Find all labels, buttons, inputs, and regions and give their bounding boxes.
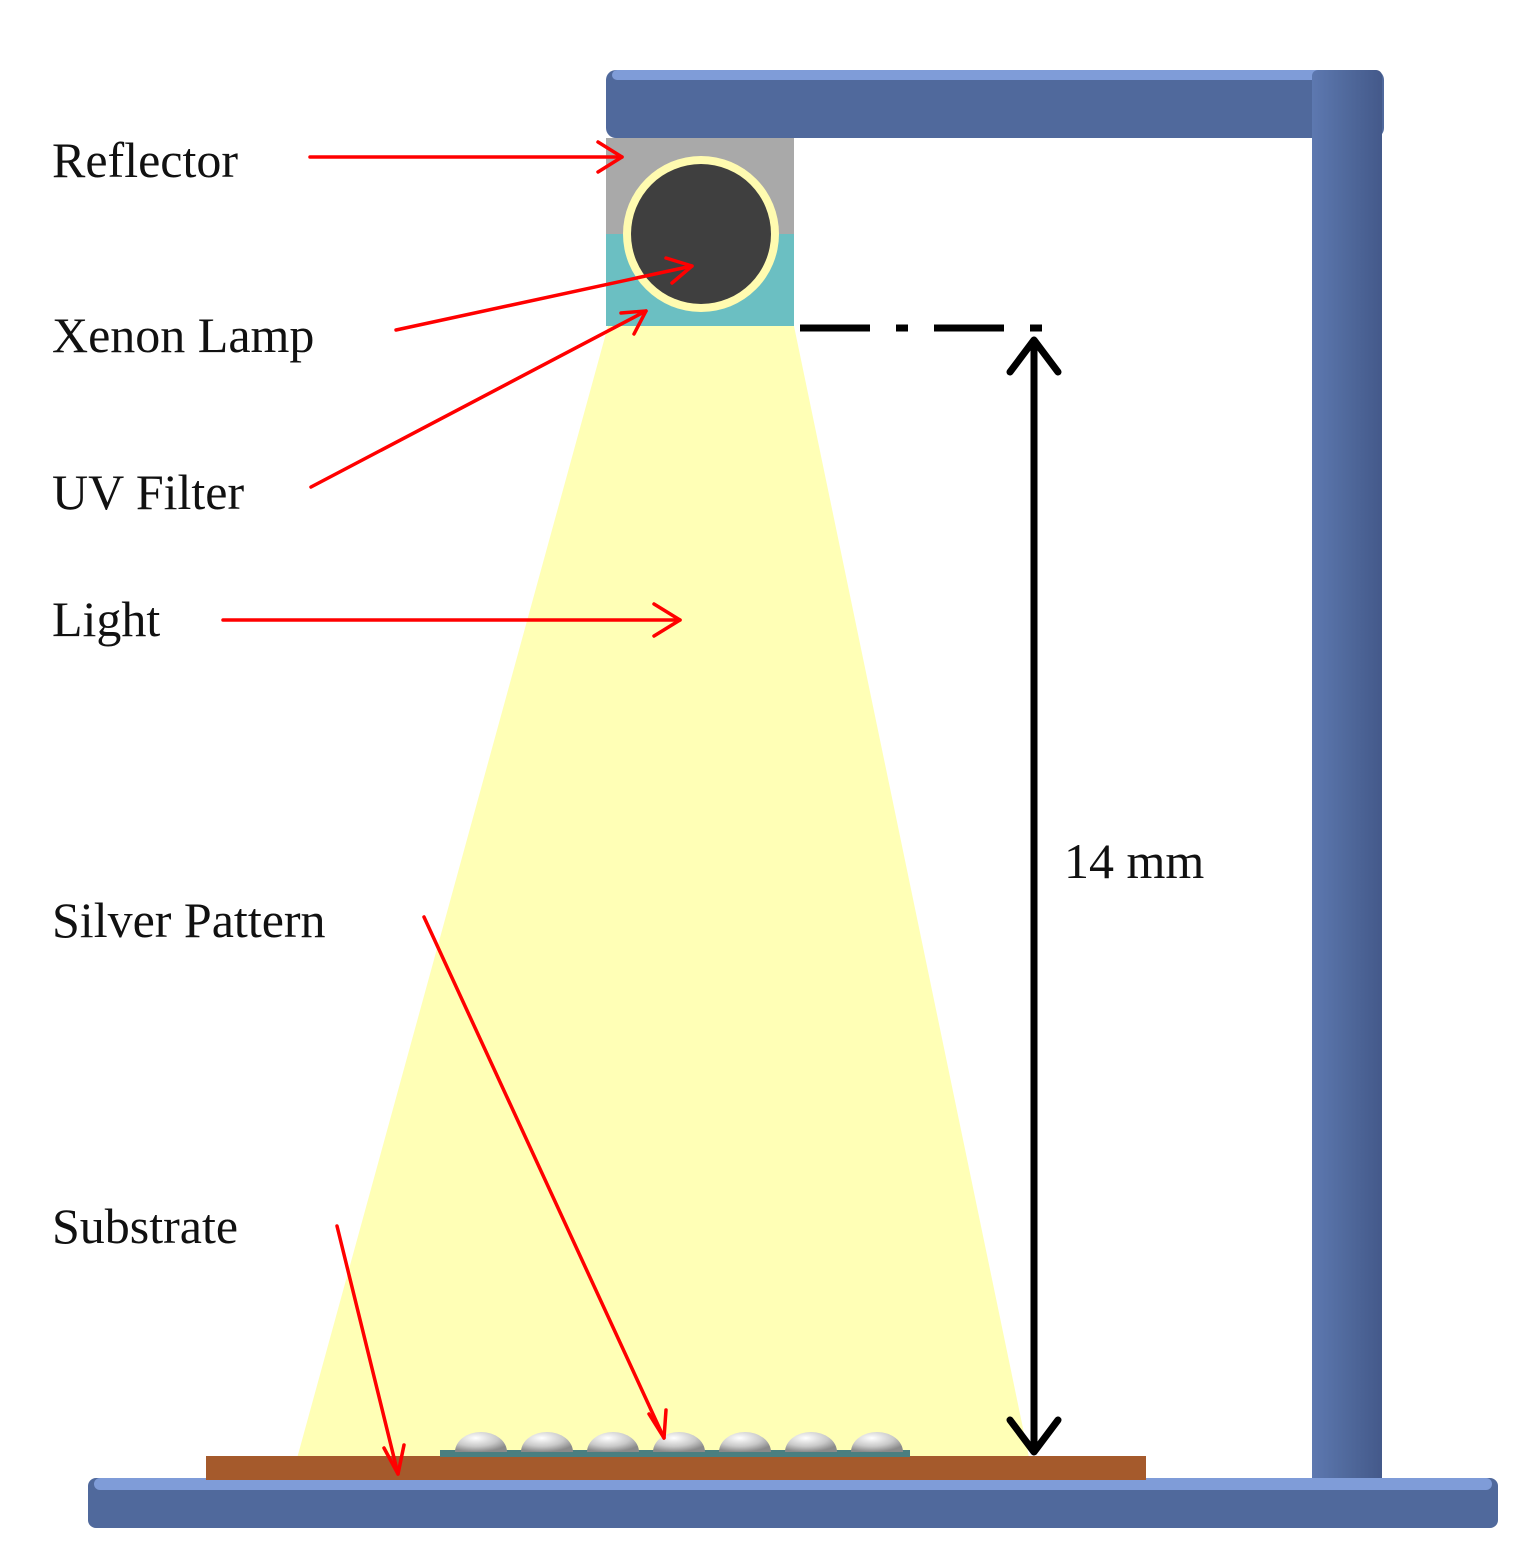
xenon-lamp-label: Xenon Lamp [52, 307, 314, 363]
silver-pattern-label: Silver Pattern [52, 892, 326, 948]
xenon-lamp-arrow [394, 256, 694, 332]
uv-filter-arrow [309, 309, 648, 489]
callout-arrows [221, 140, 694, 1476]
xenon-lamp [631, 164, 771, 304]
dimension-arrowhead-bottom [1006, 1416, 1062, 1456]
light-arrow [221, 602, 682, 638]
distance-dimension [800, 324, 1062, 1456]
substrate [206, 1456, 1146, 1480]
dimension-arrowhead-top [1006, 336, 1062, 376]
base-plate-highlight [94, 1478, 1492, 1490]
silver-pattern-arrow [422, 915, 668, 1440]
reflector-arrow [308, 140, 624, 174]
uv-filter-label: UV Filter [52, 464, 244, 520]
frame-top-bar [606, 70, 1384, 138]
frame-post [1312, 70, 1382, 1490]
distance-label: 14 mm [1064, 833, 1204, 889]
substrate-label: Substrate [52, 1198, 238, 1254]
light-cone [296, 326, 1030, 1462]
reflector-label: Reflector [52, 132, 238, 188]
base-plate [88, 1478, 1498, 1528]
silver-pattern [440, 1432, 910, 1457]
frame-top-highlight [612, 70, 1378, 80]
light-label: Light [52, 591, 160, 647]
substrate-arrow [335, 1224, 406, 1476]
